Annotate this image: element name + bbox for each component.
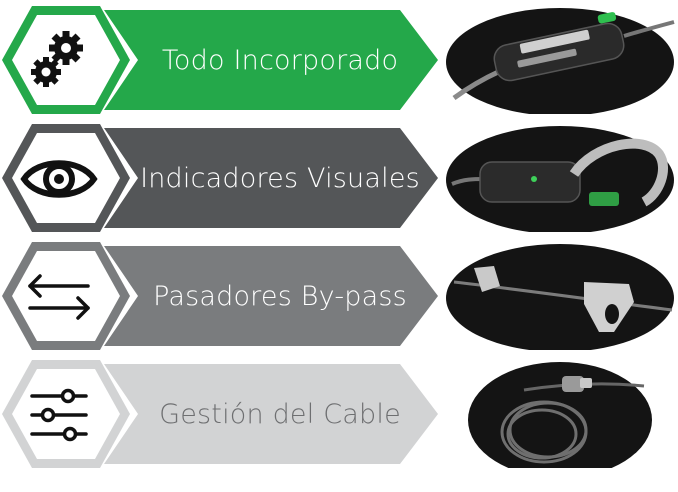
feature-row-cable-management: Gestión del Cable xyxy=(0,360,678,468)
feature-label: Pasadores By-pass xyxy=(153,280,407,312)
carabiner-connector-photo xyxy=(451,138,668,207)
feature-row-bypass: Pasadores By-pass xyxy=(0,242,678,350)
feature-label: Indicadores Visuales xyxy=(140,162,420,194)
feature-banner xyxy=(104,10,438,110)
feature-label: Todo Incorporado xyxy=(161,44,399,76)
feature-banner xyxy=(104,128,438,228)
bidirectional-arrows-icon xyxy=(28,274,90,320)
bypass-shuttle-photo xyxy=(453,266,673,332)
sliders-icon xyxy=(30,388,88,442)
eye-icon xyxy=(20,160,98,198)
coiled-cable-photo xyxy=(500,376,645,464)
feature-row-all-in-one: Todo Incorporado xyxy=(0,6,678,114)
feature-label: Gestión del Cable xyxy=(159,398,401,430)
feature-banner xyxy=(104,364,438,464)
gears-icon xyxy=(31,31,83,87)
feature-banner xyxy=(104,246,438,346)
feature-row-visual-indicators: Indicadores Visuales xyxy=(0,124,678,232)
cable-tensioner-photo xyxy=(452,12,675,101)
